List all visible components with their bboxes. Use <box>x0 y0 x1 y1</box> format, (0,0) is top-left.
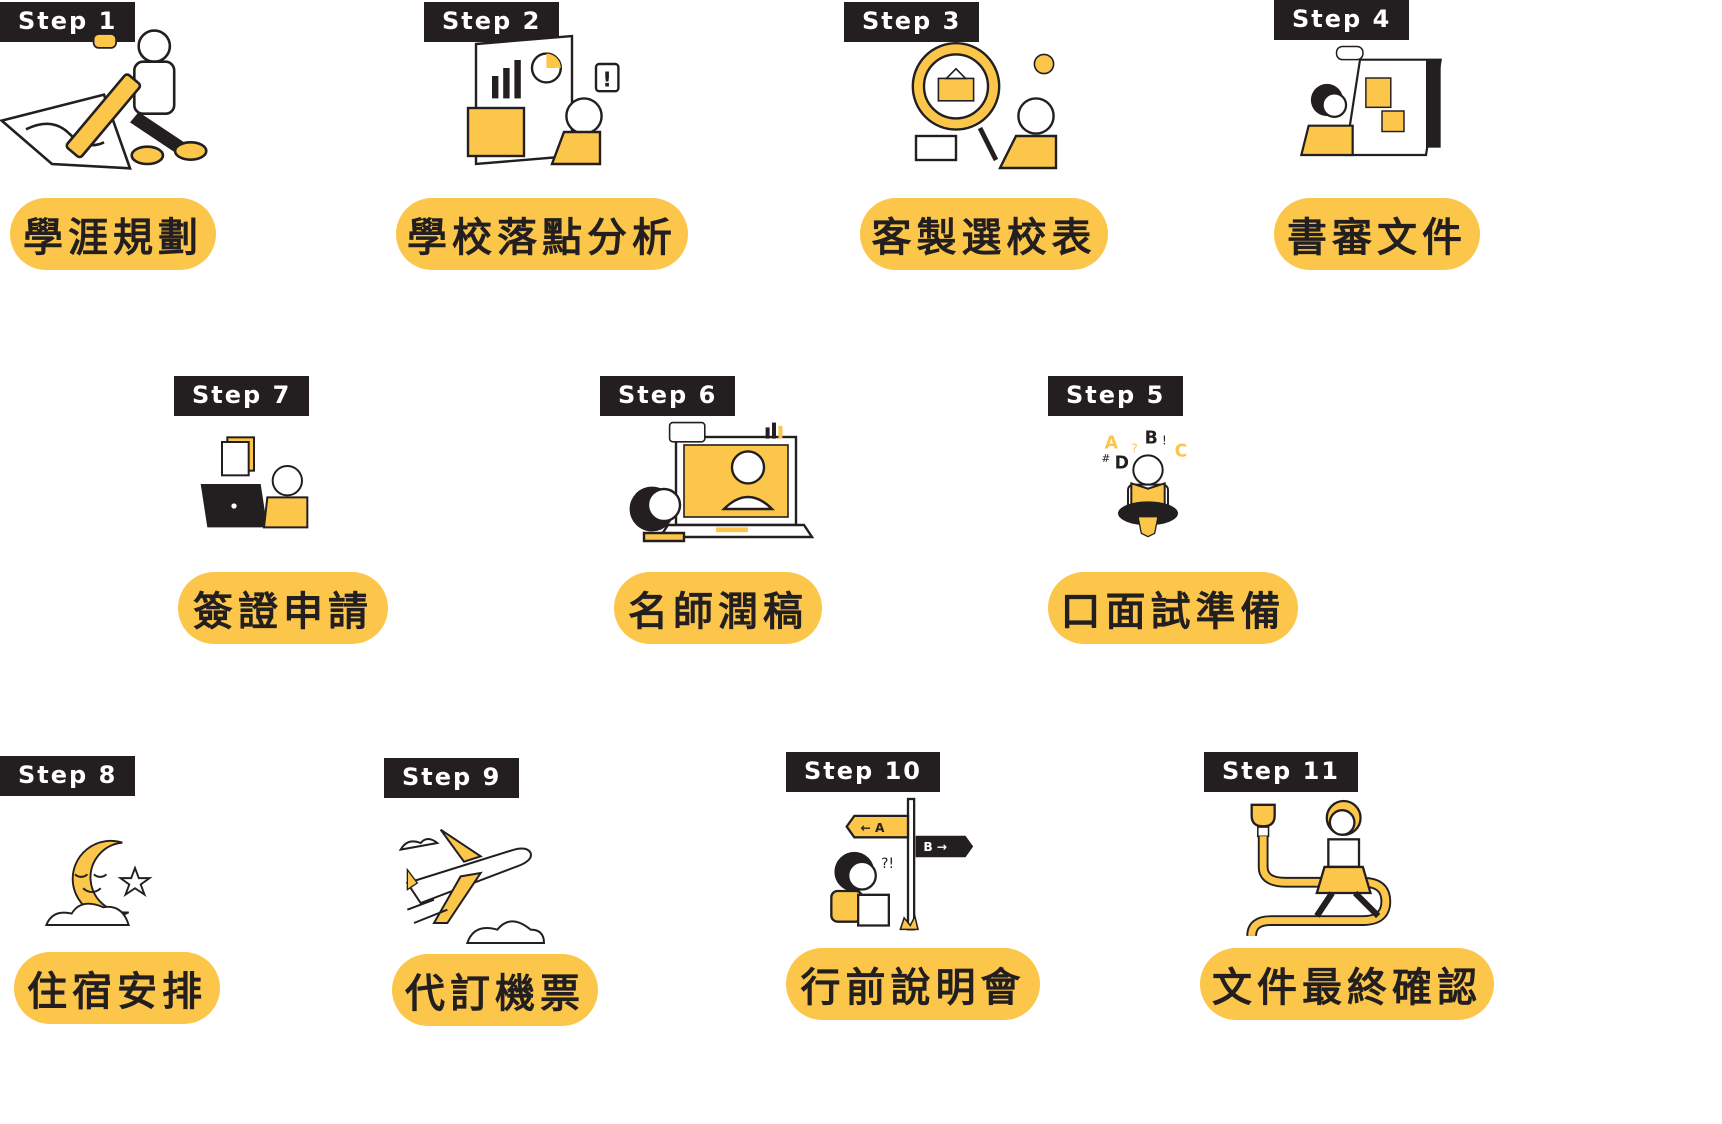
trophy-runner-icon <box>1246 799 1392 937</box>
step-title-pill: 名師潤稿 <box>614 572 822 644</box>
step-tag: Step 3 <box>844 2 980 42</box>
sign-a-label: ← A <box>860 821 885 835</box>
step-tag: Step 10 <box>786 752 940 792</box>
step-title: 行前說明會 <box>800 965 1026 1011</box>
step-title-pill: 學校落點分析 <box>396 198 688 270</box>
step-title: 學涯規劃 <box>23 215 203 261</box>
step-tag: Step 8 <box>0 756 136 796</box>
step-1: Step 1 學涯規劃 <box>0 2 330 292</box>
step-title: 文件最終確認 <box>1212 965 1482 1011</box>
step-title: 口面試準備 <box>1060 589 1286 635</box>
step-tag: Step 11 <box>1204 752 1358 792</box>
sign-b-label: B → <box>923 840 947 854</box>
magnifier-school-icon <box>911 42 1058 170</box>
letter-question: ? <box>1131 442 1137 456</box>
step-title: 簽證申請 <box>193 589 373 635</box>
step-4: Step 4 書審文件 <box>1274 0 1604 290</box>
letter-c: C <box>1175 442 1188 462</box>
analysis-charts-icon: ! <box>466 34 620 166</box>
step-title: 代訂機票 <box>405 971 585 1017</box>
step-8: Step 8 住宿安排 <box>0 756 330 1046</box>
step-tag: Step 6 <box>600 376 736 416</box>
step-title-pill: 客製選校表 <box>860 198 1108 270</box>
signpost-icon: ← A B → ?! <box>830 797 974 931</box>
step-tag: Step 1 <box>0 2 136 42</box>
laptop-application-icon <box>200 436 309 529</box>
letter-exclaim: ! <box>1162 434 1167 448</box>
airplane-icon <box>398 828 546 944</box>
step-tag: Step 5 <box>1048 376 1184 416</box>
step-title-pill: 文件最終確認 <box>1200 948 1494 1020</box>
step-11: Step 11 文件最終確認 <box>1200 752 1534 1042</box>
step-title: 名師潤稿 <box>628 589 808 635</box>
video-call-icon <box>629 421 815 543</box>
step-title-pill: 口面試準備 <box>1048 572 1298 644</box>
step-title: 學校落點分析 <box>407 215 677 261</box>
step-title: 書審文件 <box>1287 215 1467 261</box>
step-title-pill: 住宿安排 <box>14 952 220 1024</box>
step-title-pill: 簽證申請 <box>178 572 388 644</box>
step-title-pill: 代訂機票 <box>392 954 598 1026</box>
step-7: Step 7 簽證申請 <box>174 376 504 666</box>
student-with-pencil-icon <box>0 29 208 170</box>
letter-a: A <box>1105 434 1119 454</box>
step-10: Step 10 ← A B → ?! 行前說明會 <box>786 752 1116 1042</box>
step-tag: Step 2 <box>424 2 560 42</box>
step-5: Step 5 A B C D ? ! # 口面試準備 <box>1048 376 1378 666</box>
step-title-pill: 學涯規劃 <box>10 198 216 270</box>
step-9: Step 9 代訂機票 <box>384 758 714 1048</box>
moon-star-icon <box>44 839 153 926</box>
svg-text:!: ! <box>602 67 612 91</box>
step-3: Step 3 客製選校表 <box>844 2 1174 292</box>
letter-b: B <box>1145 428 1158 448</box>
letter-hash: # <box>1101 452 1110 465</box>
step-title: 客製選校表 <box>871 215 1097 261</box>
step-title: 住宿安排 <box>27 969 207 1015</box>
step-2: Step 2 ! 學校落點分析 <box>396 2 754 292</box>
step-title-pill: 書審文件 <box>1274 198 1480 270</box>
reading-letters-icon: A B C D ? ! # <box>1101 428 1188 538</box>
step-title-pill: 行前說明會 <box>786 948 1040 1020</box>
step-6: Step 6 名師潤稿 <box>600 376 930 666</box>
letter-d: D <box>1115 454 1129 474</box>
calendar-documents-icon <box>1299 45 1442 157</box>
step-tag: Step 7 <box>174 376 310 416</box>
question-mark: ?! <box>881 856 894 872</box>
step-tag: Step 4 <box>1274 0 1410 40</box>
step-tag: Step 9 <box>384 758 520 798</box>
